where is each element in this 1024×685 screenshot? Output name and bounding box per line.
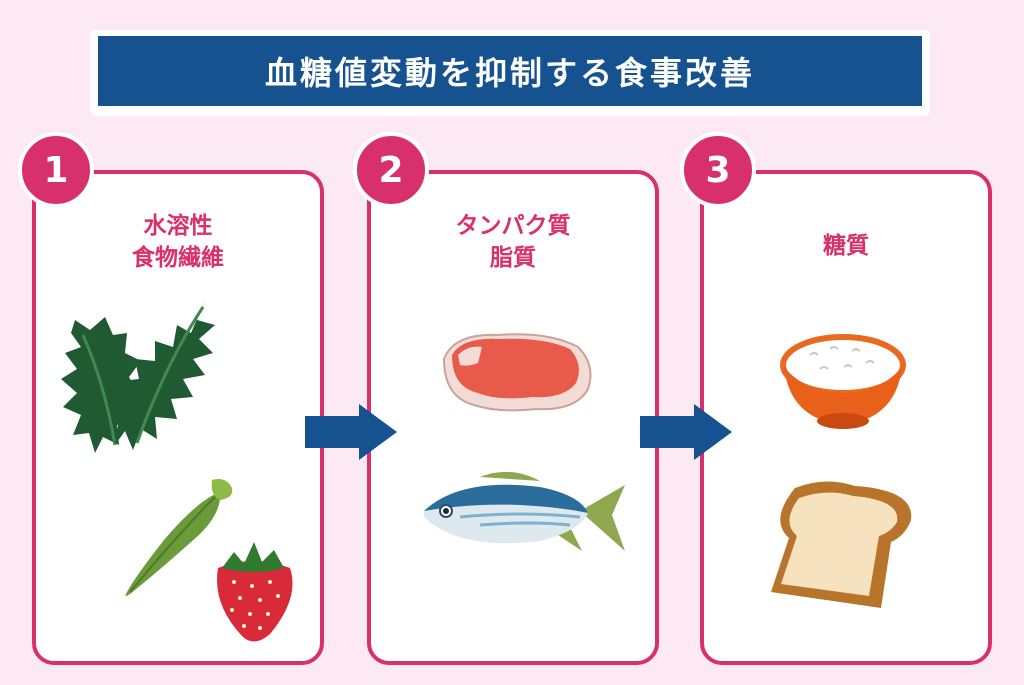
- step-card-2: タンパク質 脂質: [367, 170, 659, 665]
- step-3-label: 糖質: [704, 230, 988, 262]
- seaweed-icon: [61, 300, 215, 453]
- step-1-label-line-1: 水溶性: [143, 213, 213, 239]
- step-badge-1: 1: [18, 132, 94, 208]
- strawberry-icon: [217, 542, 293, 642]
- arrow-right-icon: [640, 404, 732, 460]
- okra-icon: [125, 479, 233, 596]
- step-2-label-line-1: タンパク質: [455, 213, 571, 239]
- step-3-label-line-1: 糖質: [823, 233, 869, 259]
- step-badge-2: 2: [353, 132, 429, 208]
- bread-icon: [771, 481, 912, 608]
- rice-bowl-icon: [780, 334, 906, 429]
- title-banner: 血糖値変動を抑制する食事改善: [90, 30, 930, 116]
- step-2-label: タンパク質 脂質: [371, 210, 655, 274]
- step-1-label: 水溶性 食物繊維: [36, 210, 320, 274]
- arrow-right-icon: [305, 404, 397, 460]
- page-title: 血糖値変動を抑制する食事改善: [98, 36, 922, 106]
- step-1-label-line-2: 食物繊維: [132, 245, 224, 271]
- fish-icon: [424, 471, 625, 551]
- meat-icon: [442, 333, 592, 412]
- step-2-label-line-2: 脂質: [490, 245, 536, 271]
- step-badge-3: 3: [680, 132, 756, 208]
